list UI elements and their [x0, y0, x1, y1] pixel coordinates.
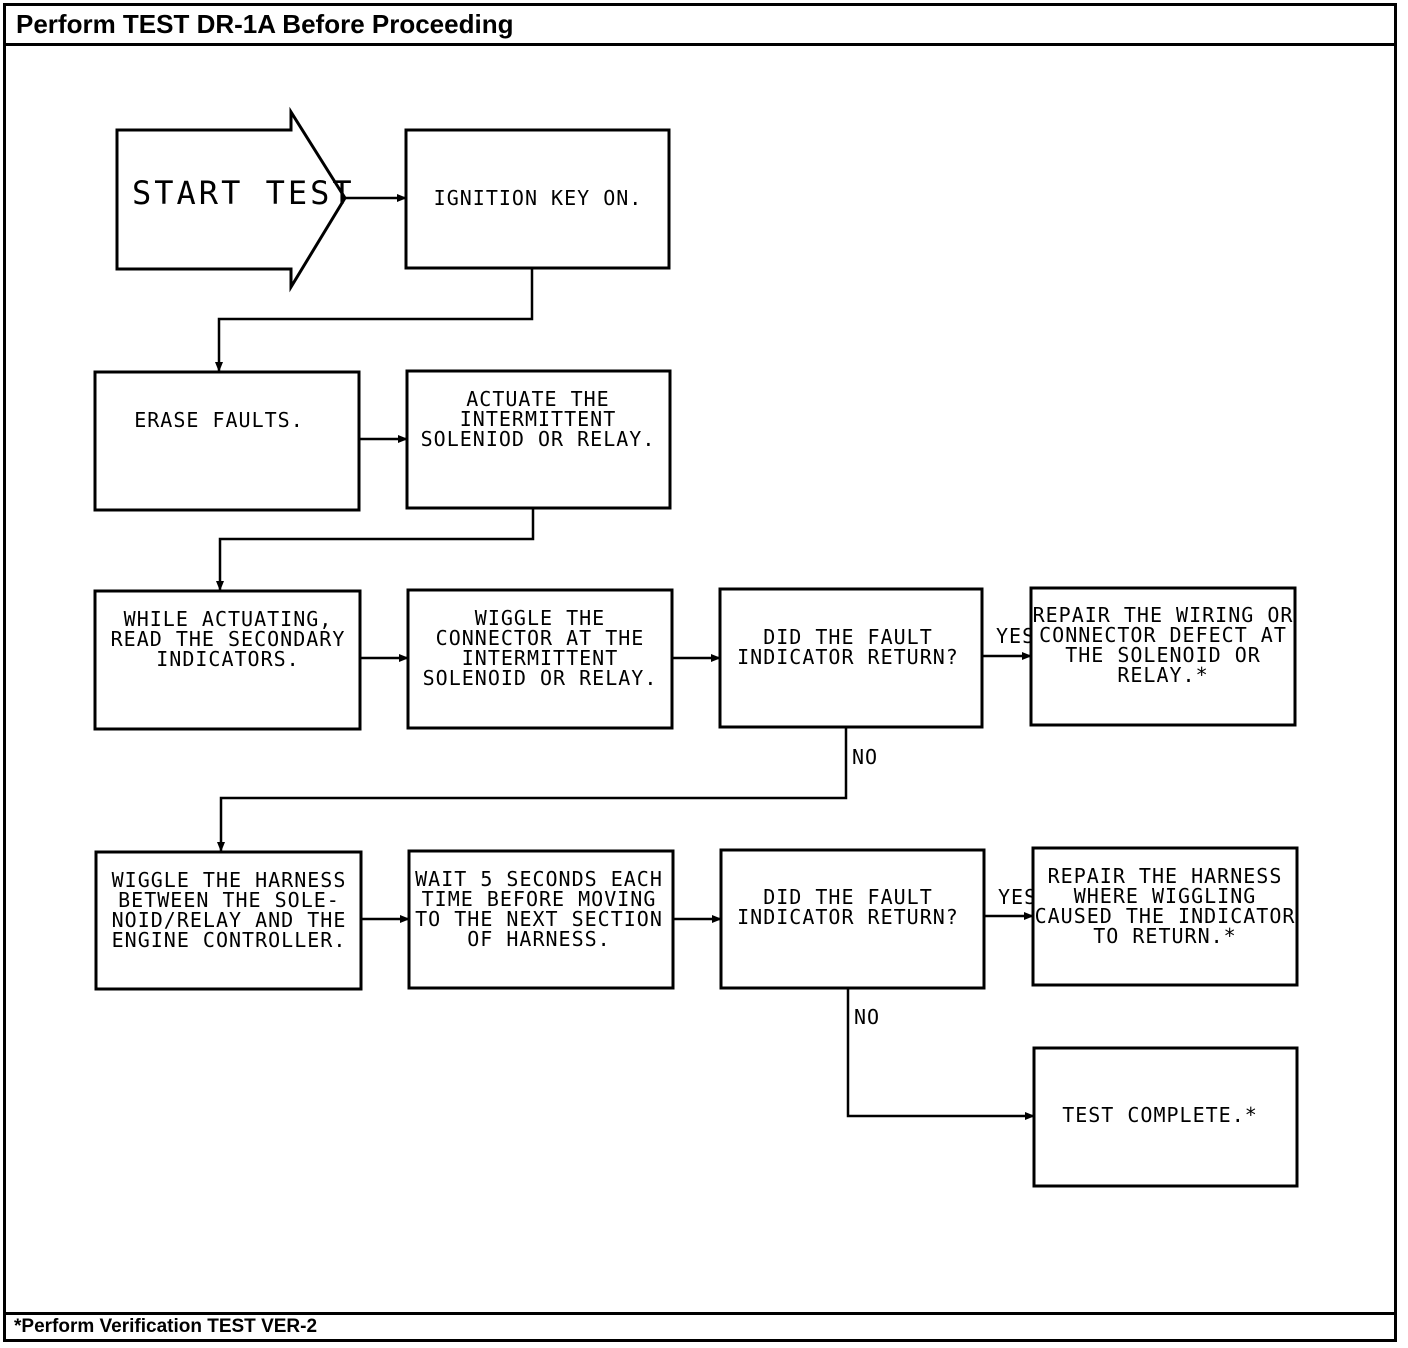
edge-decision1-no	[217, 727, 848, 852]
node-text-line: TIME BEFORE MOVING	[422, 887, 657, 911]
connectors	[215, 194, 1035, 1120]
node-text: START TEST	[132, 174, 355, 212]
node-text-line: INDICATOR RETURN?	[737, 905, 959, 929]
node-text-line: INDICATOR RETURN?	[737, 645, 959, 669]
node-text-line: IGNITION KEY ON.	[434, 186, 643, 210]
node-text-line: READ THE SECONDARY	[111, 627, 346, 651]
node-ignition: IGNITION KEY ON.	[404, 128, 671, 270]
node-text-line: TO THE NEXT SECTION	[415, 907, 663, 931]
node-text-line: ENGINE CONTROLLER.	[112, 928, 347, 952]
flowchart-frame: Perform TEST DR-1A Before Proceeding *Pe…	[3, 3, 1397, 1342]
node-text-line: TO RETURN.*	[1093, 924, 1236, 948]
node-text-line: WIGGLE THE HARNESS	[112, 868, 347, 892]
node-text-line: SOLENOID OR RELAY.	[423, 666, 658, 690]
node-text-line: WHERE WIGGLING	[1074, 884, 1257, 908]
node-text-line: INTERMITTENT	[460, 407, 617, 431]
node-text-line: WIGGLE THE	[475, 606, 605, 630]
node-text-line: INDICATORS.	[156, 647, 299, 671]
node-text-line: CONNECTOR AT THE	[436, 626, 645, 650]
node-text-line: SOLENIOD OR RELAY.	[421, 427, 656, 451]
node-text-line: WAIT 5 SECONDS EACH	[415, 867, 663, 891]
node-text-line: TEST COMPLETE.*	[1062, 1103, 1258, 1127]
node-text-line: ACTUATE THE	[466, 387, 609, 411]
node-text-line: REPAIR THE WIRING OR	[1033, 603, 1294, 627]
node-text-line: CAUSED THE INDICATOR	[1035, 904, 1296, 928]
node-text-line: ERASE FAULTS.	[134, 408, 304, 432]
edge-label-no: NO	[854, 1005, 880, 1029]
node-text-line: DID THE FAULT	[763, 885, 933, 909]
edge-ignition-erase	[215, 268, 534, 372]
node-text-line: THE SOLENOID OR	[1065, 643, 1261, 667]
node-text-line: CONNECTOR DEFECT AT	[1039, 623, 1287, 647]
edge-label-no: NO	[852, 745, 878, 769]
node-start: START TEST	[115, 106, 355, 293]
node-text-line: REPAIR THE HARNESS	[1048, 864, 1283, 888]
node-read-secondary: WHILE ACTUATING,READ THE SECONDARYINDICA…	[93, 589, 362, 731]
edge-actuate-read	[216, 509, 535, 591]
node-erase-faults: ERASE FAULTS.	[93, 370, 361, 512]
node-text-line: DID THE FAULT	[763, 625, 933, 649]
page-title: Perform TEST DR-1A Before Proceeding	[6, 6, 1394, 46]
node-text-line: INTERMITTENT	[462, 646, 619, 670]
node-text-line: BETWEEN THE SOLE-	[118, 888, 340, 912]
node-text-line: WHILE ACTUATING,	[124, 607, 333, 631]
edge-label-yes: YES	[996, 624, 1035, 648]
node-text-line: NOID/RELAY AND THE	[112, 908, 347, 932]
node-test-complete: TEST COMPLETE.*	[1032, 1046, 1299, 1188]
node-text-line: OF HARNESS.	[467, 927, 610, 951]
edge-label-yes: YES	[998, 885, 1037, 909]
footnote: *Perform Verification TEST VER-2	[6, 1312, 1394, 1339]
edge-decision2-no	[846, 988, 1035, 1120]
node-text-line: RELAY.*	[1117, 663, 1208, 687]
